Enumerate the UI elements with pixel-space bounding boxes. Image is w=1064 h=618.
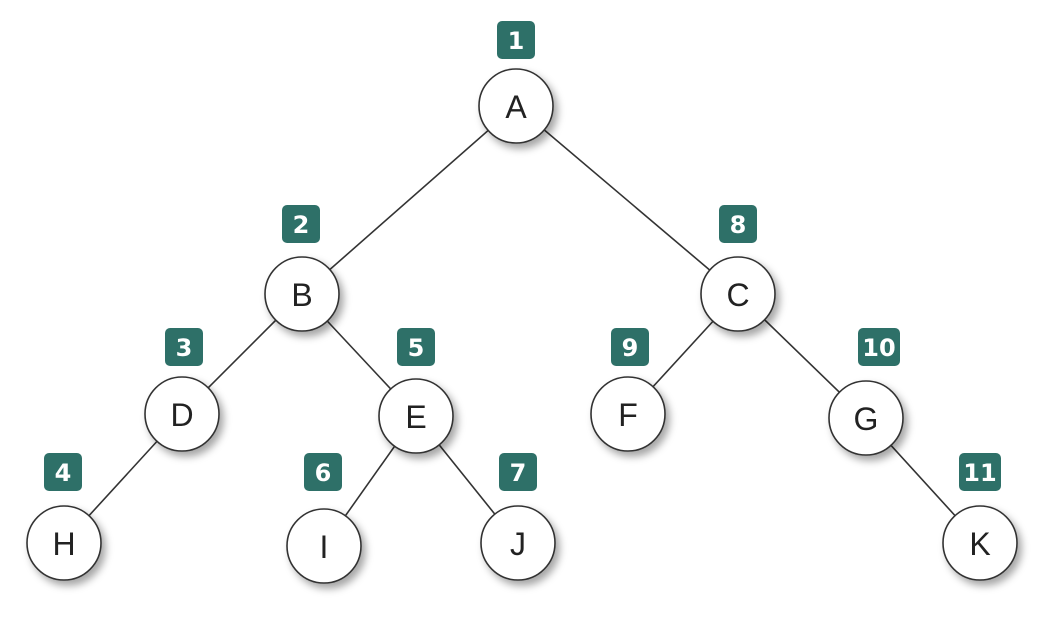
- order-badge-number: 10: [862, 334, 895, 362]
- node-label: C: [726, 277, 749, 313]
- node-g: G: [828, 380, 904, 456]
- order-badge-box: [497, 21, 535, 59]
- node-circle: [828, 380, 904, 456]
- node-label: H: [52, 526, 75, 562]
- order-badge-number: 6: [315, 459, 332, 487]
- node-circle: [942, 505, 1018, 581]
- order-badge-box: [858, 328, 900, 366]
- order-badge-number: 8: [730, 211, 747, 239]
- node-circle: [264, 256, 340, 332]
- order-badge-5: 5: [397, 328, 435, 366]
- order-badge-10: 10: [858, 328, 900, 366]
- node-circle: [478, 68, 554, 144]
- order-badge-8: 8: [719, 205, 757, 243]
- node-f: F: [590, 376, 666, 452]
- order-badge-box: [44, 453, 82, 491]
- order-badge-box: [611, 328, 649, 366]
- node-a: A: [478, 68, 554, 144]
- order-badge-4: 4: [44, 453, 82, 491]
- order-badge-number: 7: [510, 459, 527, 487]
- node-label: J: [510, 526, 526, 562]
- order-badge-box: [397, 328, 435, 366]
- node-circle: [26, 505, 102, 581]
- node-b: B: [264, 256, 340, 332]
- order-badge-number: 11: [963, 459, 996, 487]
- order-badge-number: 9: [622, 334, 639, 362]
- node-d: D: [144, 376, 220, 452]
- order-badge-7: 7: [499, 453, 537, 491]
- badges-layer: 1 2 3 4 5 6 7 8 9 10 11: [44, 21, 1001, 491]
- order-badge-box: [959, 453, 1001, 491]
- order-badge-2: 2: [282, 205, 320, 243]
- order-badge-number: 1: [508, 27, 525, 55]
- node-label: G: [854, 401, 879, 437]
- node-circle: [378, 378, 454, 454]
- nodes-layer: A B D H E I J C F G K: [26, 68, 1018, 584]
- node-circle: [480, 505, 556, 581]
- node-i: I: [286, 508, 362, 584]
- order-badge-number: 2: [293, 211, 310, 239]
- edge-a-b: [301, 105, 517, 295]
- node-label: K: [969, 526, 990, 562]
- node-circle: [590, 376, 666, 452]
- order-badge-11: 11: [959, 453, 1001, 491]
- node-e: E: [378, 378, 454, 454]
- order-badge-number: 4: [55, 459, 72, 487]
- order-badge-9: 9: [611, 328, 649, 366]
- node-label: D: [170, 397, 193, 433]
- order-badge-box: [304, 453, 342, 491]
- order-badge-box: [165, 328, 203, 366]
- order-badge-3: 3: [165, 328, 203, 366]
- order-badge-box: [499, 453, 537, 491]
- node-label: I: [320, 529, 329, 565]
- node-circle: [286, 508, 362, 584]
- node-label: E: [405, 399, 426, 435]
- node-h: H: [26, 505, 102, 581]
- node-k: K: [942, 505, 1018, 581]
- node-label: F: [618, 397, 638, 433]
- order-badge-number: 5: [408, 334, 425, 362]
- node-label: B: [291, 277, 312, 313]
- order-badge-box: [282, 205, 320, 243]
- order-badge-box: [719, 205, 757, 243]
- edge-a-c: [515, 105, 739, 295]
- order-badge-1: 1: [497, 21, 535, 59]
- node-c: C: [700, 256, 776, 332]
- node-j: J: [480, 505, 556, 581]
- order-badge-6: 6: [304, 453, 342, 491]
- node-circle: [700, 256, 776, 332]
- node-circle: [144, 376, 220, 452]
- order-badge-number: 3: [176, 334, 193, 362]
- node-label: A: [505, 89, 527, 125]
